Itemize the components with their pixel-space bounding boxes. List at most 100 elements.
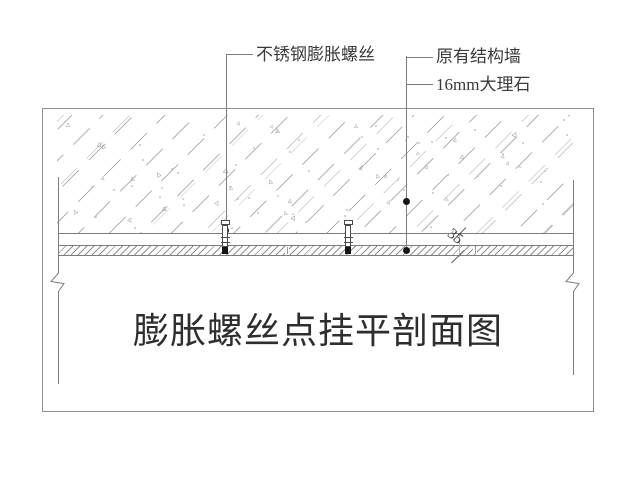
wall-hatch: ▵▵▵▵▵▵▵▵▵▵▵▵▵▵▵▵▵▵▵▵▵▵▵▵▵▵▵▵▵▵▵▵ — [57, 115, 573, 233]
screw-leader-vertical — [226, 54, 227, 221]
concrete-speck — [476, 175, 479, 178]
concrete-speck — [181, 197, 184, 200]
concrete-speck — [519, 166, 522, 169]
concrete-speck — [160, 187, 163, 190]
concrete-speck — [563, 119, 566, 122]
concrete-speck — [139, 143, 142, 146]
concrete-speck — [565, 134, 568, 137]
concrete-speck — [402, 189, 405, 192]
concrete-speck — [540, 181, 543, 184]
screw-thread-line — [221, 237, 230, 238]
screw-thread-line — [344, 237, 353, 238]
marble-panel-joint — [473, 247, 477, 254]
screw-body — [222, 225, 228, 247]
concrete-speck — [130, 185, 133, 188]
concrete-speck — [397, 178, 400, 181]
concrete-triangle-icon: ▵ — [358, 161, 366, 173]
screw-cap — [221, 220, 230, 225]
screw-callout-label: 不锈钢膨胀螺丝 — [256, 45, 375, 64]
screw-anchor-tip — [222, 247, 228, 254]
concrete-triangle-icon: ▵ — [281, 206, 289, 218]
concrete-speck — [543, 170, 546, 173]
wall-marble-leader-vertical — [406, 56, 407, 250]
right-cut-line-upper — [573, 180, 574, 273]
concrete-speck — [429, 225, 432, 228]
concrete-triangle-icon: ▵ — [287, 195, 293, 206]
concrete-speck — [247, 197, 250, 200]
screw-thread-line — [344, 242, 353, 243]
concrete-speck — [297, 138, 300, 141]
concrete-speck — [407, 136, 410, 139]
concrete-triangle-icon: ▵ — [505, 158, 511, 168]
concrete-speck — [228, 185, 231, 188]
concrete-speck — [235, 164, 238, 167]
concrete-speck — [289, 151, 292, 154]
concrete-triangle-icon: ▵ — [212, 196, 222, 208]
wall-face-line — [58, 233, 573, 234]
concrete-speck — [346, 208, 349, 211]
screw-cap — [344, 220, 353, 225]
marble-layer — [58, 245, 573, 256]
right-cut-line-lower — [573, 291, 574, 375]
concrete-triangle-icon: ▵ — [373, 169, 381, 181]
concrete-speck — [404, 138, 407, 141]
concrete-speck — [202, 134, 205, 136]
marble-leader-horizontal — [406, 84, 433, 85]
concrete-triangle-icon: ▵ — [235, 117, 242, 128]
concrete-speck — [230, 226, 233, 229]
concrete-triangle-icon: ▵ — [128, 173, 136, 184]
drawing-frame — [42, 108, 594, 412]
concrete-speck — [134, 227, 137, 230]
concrete-speck — [292, 213, 295, 216]
drawing-title: 膨胀螺丝点挂平剖面图 — [132, 311, 503, 351]
concrete-speck — [502, 153, 505, 156]
concrete-triangle-icon: ▵ — [423, 161, 430, 172]
concrete-speck — [141, 159, 144, 162]
concrete-triangle-icon: ▵ — [444, 195, 450, 204]
concrete-triangle-icon: ▵ — [266, 175, 275, 187]
concrete-speck — [183, 203, 186, 206]
concrete-speck — [473, 128, 476, 131]
concrete-speck — [541, 203, 544, 206]
concrete-triangle-icon: ▵ — [154, 168, 164, 181]
concrete-triangle-icon: ▵ — [385, 196, 393, 207]
concrete-speck — [499, 184, 502, 187]
concrete-triangle-icon: ▵ — [451, 134, 459, 145]
screw-leader-horizontal — [226, 54, 253, 55]
expansion-screw-1 — [220, 220, 231, 255]
expansion-screw-2 — [343, 220, 354, 255]
concrete-speck — [431, 191, 434, 194]
concrete-speck — [132, 176, 135, 179]
concrete-speck — [445, 136, 448, 139]
concrete-speck — [376, 147, 379, 150]
concrete-speck — [447, 174, 450, 177]
screw-thread-line — [221, 242, 230, 243]
marble-joint-line — [475, 247, 476, 254]
concrete-speck — [305, 221, 308, 224]
concrete-speck — [94, 215, 97, 218]
concrete-speck — [171, 168, 174, 171]
screw-anchor-tip — [345, 247, 351, 254]
wall-leader-dot — [403, 198, 410, 205]
concrete-speck — [343, 215, 346, 218]
concrete-speck — [256, 212, 259, 215]
concrete-speck — [112, 189, 115, 192]
concrete-triangle-icon: ▵ — [126, 213, 135, 225]
left-cut-line-upper — [58, 177, 59, 273]
concrete-speck — [521, 141, 524, 144]
concrete-speck — [375, 125, 377, 128]
concrete-speck — [430, 141, 433, 144]
concrete-triangle-icon: ▵ — [414, 148, 420, 158]
concrete-speck — [159, 195, 162, 198]
concrete-speck — [276, 130, 279, 133]
concrete-triangle-icon: ▵ — [71, 206, 80, 217]
concrete-triangle-icon: ▵ — [458, 150, 466, 162]
wall-leader-horizontal — [406, 57, 433, 58]
concrete-speck — [277, 194, 280, 197]
left-cut-line-lower — [58, 291, 59, 384]
concrete-triangle-icon: ▵ — [100, 172, 107, 183]
marble-callout-label: 16mm大理石 — [436, 75, 531, 94]
concrete-triangle-icon: ▵ — [509, 128, 520, 141]
concrete-speck — [91, 186, 94, 189]
